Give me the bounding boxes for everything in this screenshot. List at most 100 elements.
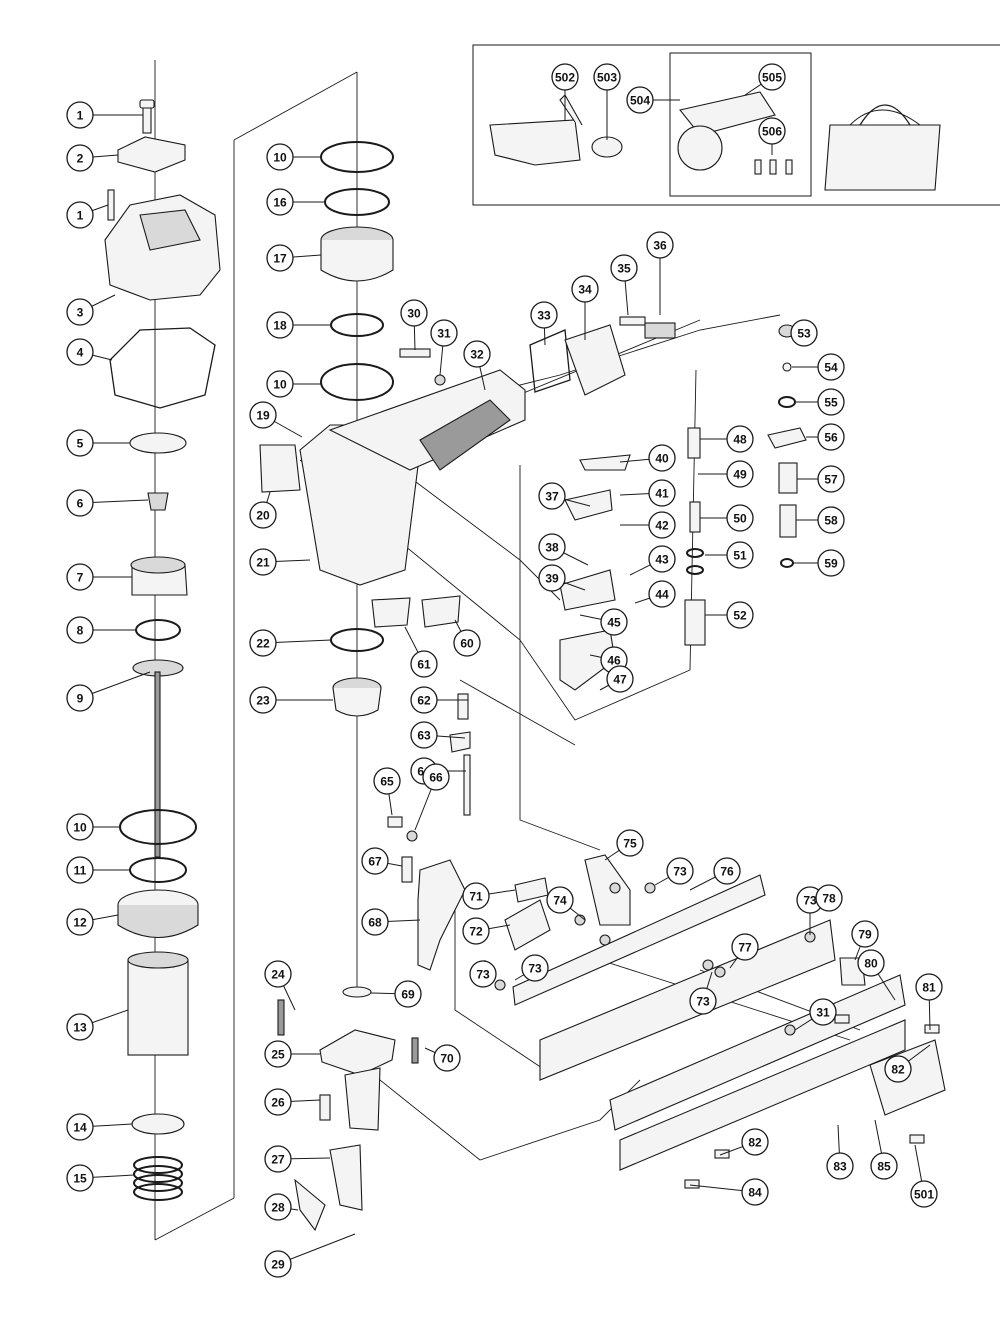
callout-circle	[266, 370, 294, 398]
spring-coil	[133, 1156, 183, 1174]
callout-circle	[249, 686, 277, 714]
callout-circle	[817, 353, 845, 381]
callout-14: 14	[66, 1113, 94, 1141]
callout-505: 505	[758, 63, 786, 91]
callout-34: 34	[571, 275, 599, 303]
head-valve-top	[130, 556, 186, 574]
callout-22: 22	[249, 629, 277, 657]
callout-57: 57	[817, 465, 845, 493]
callout-circle	[826, 1152, 854, 1180]
callout-number: 505	[762, 71, 782, 85]
callout-number: 56	[824, 431, 838, 445]
o-ring	[686, 565, 704, 575]
callout-56: 56	[817, 423, 845, 451]
callout-number: 10	[73, 821, 87, 835]
trigger-guard	[559, 629, 616, 691]
callout-number: 503	[597, 71, 617, 85]
callout-circle	[361, 847, 389, 875]
callout-circle	[726, 601, 754, 629]
callout-circle	[361, 908, 389, 936]
callout-circle	[910, 1180, 938, 1208]
callout-circle	[462, 917, 490, 945]
callout-73: 73	[689, 987, 717, 1015]
callout-number: 66	[429, 771, 443, 785]
callout-circle	[66, 563, 94, 591]
callout-1: 1	[66, 101, 94, 129]
bolt-head	[139, 99, 155, 109]
callout-circle	[817, 423, 845, 451]
callout-circle	[264, 1040, 292, 1068]
grip	[328, 369, 526, 471]
callout-18: 18	[266, 311, 294, 339]
callout-number: 11	[74, 864, 87, 878]
callout-circle	[266, 311, 294, 339]
callout-number: 42	[655, 519, 669, 533]
nut	[784, 1024, 796, 1036]
callout-12: 12	[66, 908, 94, 936]
callout-circle	[66, 1113, 94, 1141]
callout-number: 48	[733, 433, 747, 447]
callout-number: 28	[271, 1201, 285, 1215]
spring	[687, 427, 701, 459]
callout-circle	[851, 920, 879, 948]
guide	[504, 899, 551, 951]
callout-number: 62	[417, 694, 431, 708]
callout-55: 55	[817, 388, 845, 416]
callout-68: 68	[361, 908, 389, 936]
callout-60: 60	[453, 629, 481, 657]
grip-texture	[419, 399, 511, 471]
callout-circle	[249, 548, 277, 576]
callout-circle	[915, 973, 943, 1001]
callout-62: 62	[410, 686, 438, 714]
magazine-rail	[539, 919, 836, 1081]
bumper	[332, 687, 382, 717]
callout-number: 10	[273, 151, 287, 165]
nut	[609, 882, 621, 894]
guide-line	[454, 890, 546, 1071]
callout-number: 45	[607, 616, 621, 630]
callout-circle	[551, 63, 579, 91]
callout-58: 58	[817, 506, 845, 534]
callout-73: 73	[521, 954, 549, 982]
callout-81: 81	[915, 973, 943, 1001]
washer	[434, 374, 446, 386]
callout-5: 5	[66, 429, 94, 457]
callout-73: 73	[469, 960, 497, 988]
callout-number: 14	[73, 1121, 87, 1135]
callout-number: 5	[77, 437, 84, 451]
callout-circle	[410, 686, 438, 714]
callout-circle	[817, 549, 845, 577]
callout-69: 69	[394, 980, 422, 1008]
cylinder-plate-body	[117, 905, 199, 939]
callout-9: 9	[66, 684, 94, 712]
callout-circle	[433, 1044, 461, 1072]
callout-circle	[66, 856, 94, 884]
callout-circle	[648, 580, 676, 608]
callout-number: 71	[469, 890, 483, 904]
callout-circle	[266, 143, 294, 171]
callout-63: 63	[410, 721, 438, 749]
leader-line	[277, 1233, 356, 1265]
callout-number: 36	[653, 239, 667, 253]
callout-number: 73	[528, 962, 542, 976]
bolt	[909, 1134, 925, 1144]
callout-circle	[870, 1152, 898, 1180]
callout-number: 47	[613, 673, 627, 687]
callout-number: 54	[824, 361, 838, 375]
callout-82: 82	[741, 1128, 769, 1156]
cylinder	[127, 959, 189, 1056]
callout-circle	[790, 319, 818, 347]
pin	[277, 999, 285, 1036]
callout-number: 57	[824, 473, 838, 487]
callout-31: 31	[809, 998, 837, 1026]
callout-circle	[373, 767, 401, 795]
callout-79: 79	[851, 920, 879, 948]
callout-29: 29	[264, 1250, 292, 1278]
callout-80: 80	[857, 949, 885, 977]
callout-30: 30	[400, 299, 428, 327]
callout-number: 16	[273, 196, 287, 210]
callout-circle	[571, 275, 599, 303]
nut	[644, 882, 656, 894]
seal	[259, 444, 301, 493]
callout-20: 20	[249, 501, 277, 529]
